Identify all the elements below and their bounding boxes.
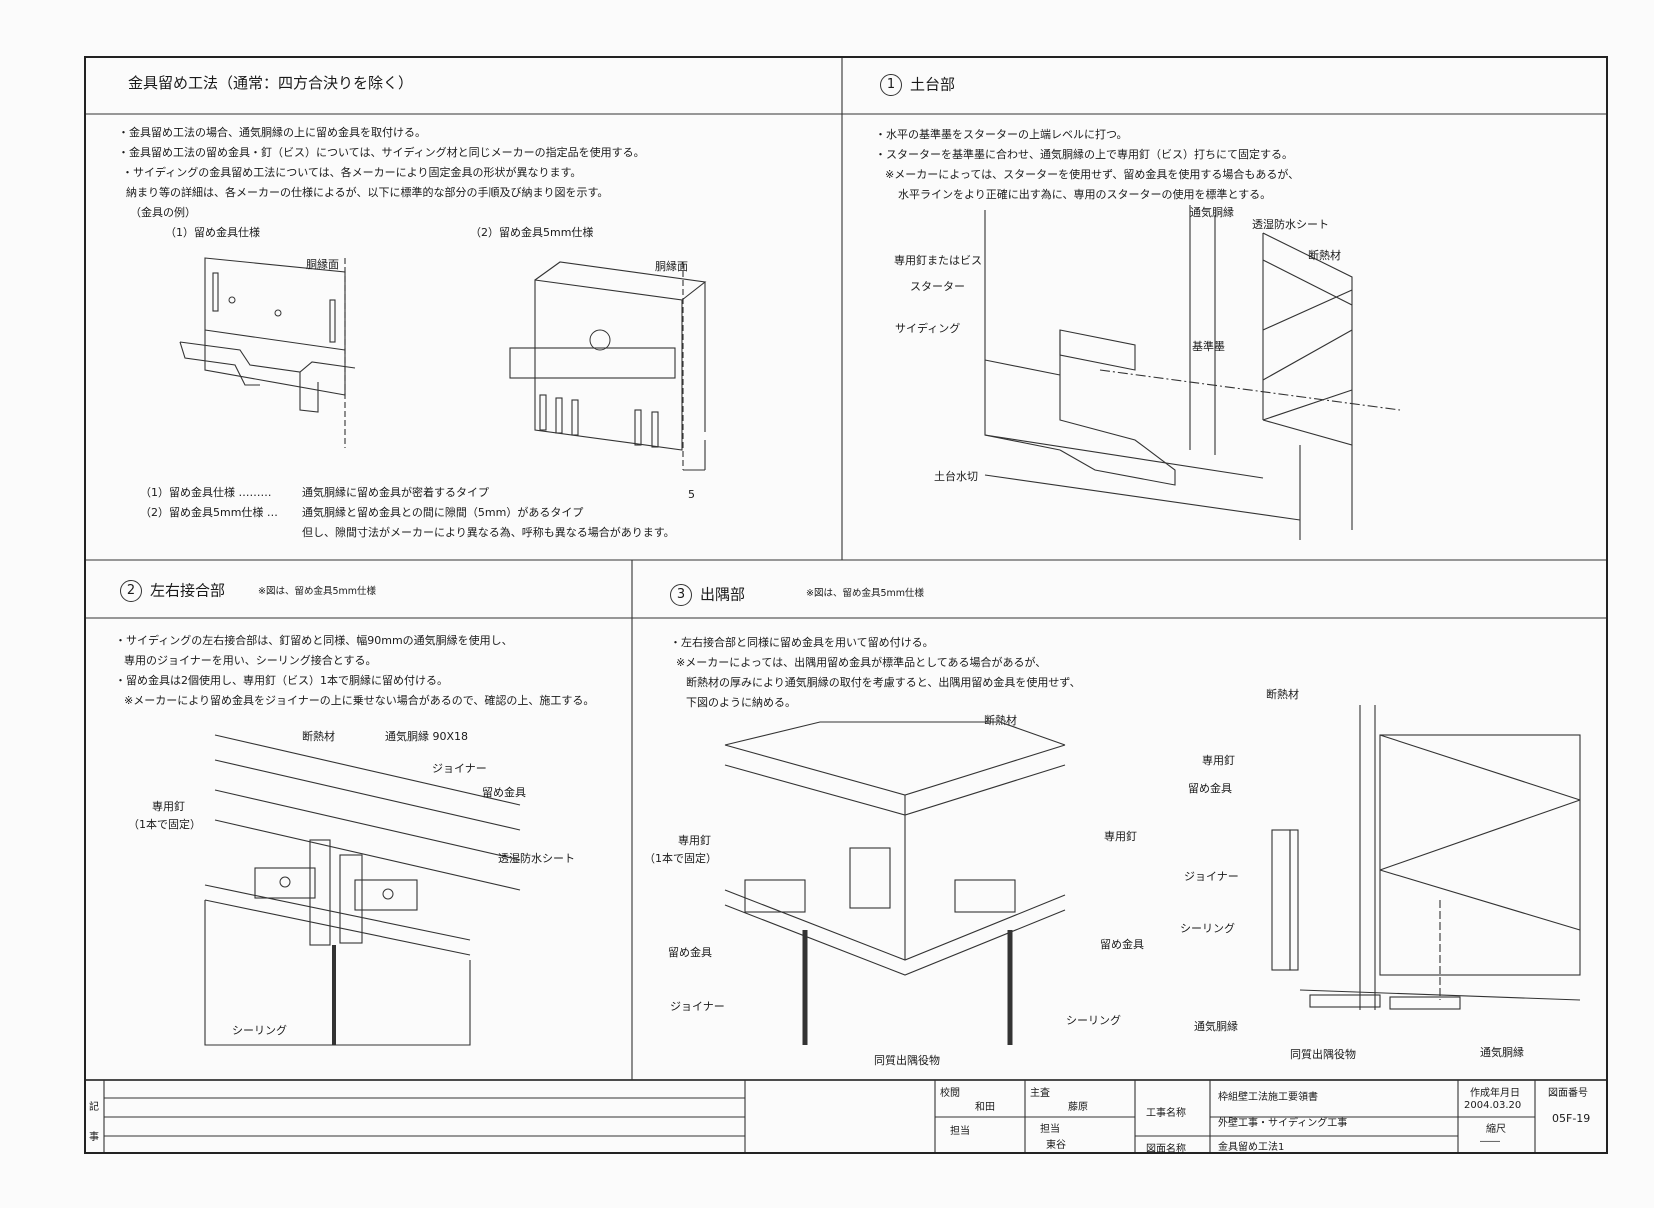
bracket-figure-2 bbox=[509, 261, 707, 471]
project-name: 枠組壁工法施工要領書 bbox=[1218, 1092, 1318, 1103]
section-number: 3 bbox=[670, 584, 692, 606]
note-text: 但し、隙間寸法がメーカーにより異なる為、呼称も異なる場合があります。 bbox=[302, 526, 675, 539]
figure-note: ※図は、留め金具5mm仕様 bbox=[258, 586, 377, 597]
callout-label: ジョイナー bbox=[670, 1000, 725, 1013]
bullet-text: ※メーカーによっては、スターターを使用せず、留め金具を使用する場合もあるが、 bbox=[885, 168, 1300, 181]
bullet-text: ※メーカーにより留め金具をジョイナーの上に乗せない場合があるので、確認の上、施工… bbox=[124, 694, 595, 707]
bullet-text: 納まり等の詳細は、各メーカーの仕様によるが、以下に標準的な部分の手順及び納まり図… bbox=[126, 186, 609, 199]
section-number: 2 bbox=[120, 580, 142, 602]
drawing-name: 金具留め工法1 bbox=[1218, 1142, 1285, 1153]
project-name: 外壁工事・サイディング工事 bbox=[1218, 1118, 1348, 1129]
note-label: （1）留め金具仕様 ……… bbox=[140, 486, 272, 499]
remarks-label: 記 bbox=[89, 1102, 99, 1113]
callout-label: 断熱材 bbox=[1308, 249, 1341, 262]
figure-note: ※図は、留め金具5mm仕様 bbox=[806, 588, 925, 599]
callout-label: 断熱材 bbox=[302, 730, 335, 743]
drawing-name-label: 図面名称 bbox=[1146, 1144, 1186, 1155]
callout-label: 専用釘 bbox=[152, 800, 185, 813]
bullet-text: ・左右接合部と同様に留め金具を用いて留め付ける。 bbox=[670, 636, 934, 649]
bullet-text: ・サイディングの左右接合部は、釘留めと同様、幅90mmの通気胴縁を使用し、 bbox=[115, 634, 513, 647]
bullet-text: ・金具留め工法の留め金具・釘（ビス）については、サイディング材と同じメーカーの指… bbox=[118, 146, 645, 159]
dimension-label: 5 bbox=[688, 488, 695, 501]
callout-label: 専用釘またはビス bbox=[894, 254, 982, 267]
callout-label: 通気胴縁 90X18 bbox=[385, 730, 469, 743]
bullet-text: 専用のジョイナーを用い、シーリング接合とする。 bbox=[124, 654, 377, 667]
bullet-text: ・水平の基準墨をスターターの上端レベルに打つ。 bbox=[875, 128, 1128, 141]
callout-label: （1本で固定） bbox=[644, 852, 717, 865]
callout-label: サイディング bbox=[895, 322, 961, 335]
staff-label: 担当 bbox=[1040, 1124, 1060, 1135]
callout-label: シーリング bbox=[1066, 1014, 1121, 1027]
staff-name: 東谷 bbox=[1046, 1140, 1066, 1151]
scale-value: ―― bbox=[1480, 1136, 1500, 1147]
callout-label: 留め金具 bbox=[1100, 938, 1144, 951]
note-text: 通気胴縁と留め金具との間に隙間（5mm）があるタイプ bbox=[302, 506, 584, 519]
callout-label: 留め金具 bbox=[668, 946, 712, 959]
bullet-text: ・留め金具は2個使用し、専用釘（ビス）1本で胴縁に留め付ける。 bbox=[115, 674, 448, 687]
checker-label: 校閲 bbox=[940, 1088, 960, 1099]
callout-label: 基準墨 bbox=[1192, 340, 1225, 353]
scale-label: 縮尺 bbox=[1486, 1124, 1506, 1135]
joint-figure bbox=[204, 734, 521, 1046]
callout-label: 同質出隅役物 bbox=[874, 1054, 940, 1067]
callout-label: スターター bbox=[910, 280, 965, 293]
callout-label: （1本で固定） bbox=[128, 818, 201, 831]
section-number: 1 bbox=[880, 74, 902, 96]
drawing-number: 05F-19 bbox=[1552, 1112, 1591, 1125]
bullet-text: 断熱材の厚みにより通気胴縁の取付を考慮すると、出隅用留め金具を使用せず、 bbox=[686, 676, 1081, 689]
callout-label: 通気胴縁 bbox=[1194, 1020, 1238, 1033]
drawing-frame bbox=[84, 56, 1608, 1154]
date-label: 作成年月日 bbox=[1470, 1088, 1520, 1099]
callout-label: 留め金具 bbox=[482, 786, 526, 799]
note-text: 通気胴縁に留め金具が密着するタイプ bbox=[302, 486, 489, 499]
figure-caption: （2）留め金具5mm仕様 bbox=[470, 226, 594, 239]
callout-label: 断熱材 bbox=[1266, 688, 1299, 701]
furring-surface-label: 胴縁面 bbox=[655, 260, 688, 273]
section-title: 金具留め工法（通常：四方合決りを除く） bbox=[128, 74, 414, 92]
callout-label: 専用釘 bbox=[1202, 754, 1235, 767]
chief-name: 藤原 bbox=[1068, 1102, 1088, 1113]
corner-figure-left bbox=[724, 721, 1066, 1045]
example-label: （金具の例） bbox=[130, 206, 196, 219]
callout-label: シーリング bbox=[232, 1024, 287, 1037]
bracket-figure-1 bbox=[179, 257, 356, 448]
callout-label: 留め金具 bbox=[1188, 782, 1232, 795]
callout-label: ジョイナー bbox=[432, 762, 487, 775]
callout-label: 透湿防水シート bbox=[1252, 218, 1329, 231]
callout-label: 土台水切 bbox=[934, 470, 978, 483]
bullet-text: ※メーカーによっては、出隅用留め金具が標準品としてある場合があるが、 bbox=[676, 656, 1047, 669]
furring-surface-label: 胴縁面 bbox=[306, 258, 339, 271]
bullet-text: ・金具留め工法の場合、通気胴縁の上に留め金具を取付ける。 bbox=[118, 126, 426, 139]
corner-figure-right bbox=[1271, 705, 1581, 1010]
starter-figure bbox=[984, 205, 1401, 540]
checker-name: 和田 bbox=[975, 1102, 995, 1113]
bullet-text: 下図のように納める。 bbox=[686, 696, 796, 709]
chief-label: 主査 bbox=[1030, 1088, 1050, 1099]
callout-label: 同質出隅役物 bbox=[1290, 1048, 1356, 1061]
staff-label: 担当 bbox=[950, 1126, 970, 1137]
callout-label: 通気胴縁 bbox=[1480, 1046, 1524, 1059]
project-label: 工事名称 bbox=[1146, 1108, 1186, 1119]
note-label: （2）留め金具5mm仕様 … bbox=[140, 506, 278, 519]
bullet-text: ・スターターを基準墨に合わせ、通気胴縁の上で専用釘（ビス）打ちにて固定する。 bbox=[875, 148, 1293, 161]
title-block-grid bbox=[103, 1080, 1536, 1154]
remarks-label: 事 bbox=[89, 1132, 99, 1143]
date-value: 2004.03.20 bbox=[1464, 1100, 1522, 1111]
bullet-text: 水平ラインをより正確に出す為に、専用のスターターの使用を標準とする。 bbox=[898, 188, 1272, 201]
callout-label: 専用釘 bbox=[1104, 830, 1137, 843]
figure-caption: （1）留め金具仕様 bbox=[165, 226, 260, 239]
callout-label: 専用釘 bbox=[678, 834, 711, 847]
callout-label: 通気胴縁 bbox=[1190, 206, 1234, 219]
drawing-number-label: 図面番号 bbox=[1548, 1088, 1588, 1099]
callout-label: ジョイナー bbox=[1184, 870, 1239, 883]
callout-label: 断熱材 bbox=[984, 714, 1017, 727]
callout-label: シーリング bbox=[1180, 922, 1235, 935]
bullet-text: ・サイディングの金具留め工法については、各メーカーにより固定金具の形状が異なりま… bbox=[122, 166, 582, 179]
callout-label: 透湿防水シート bbox=[498, 852, 575, 865]
